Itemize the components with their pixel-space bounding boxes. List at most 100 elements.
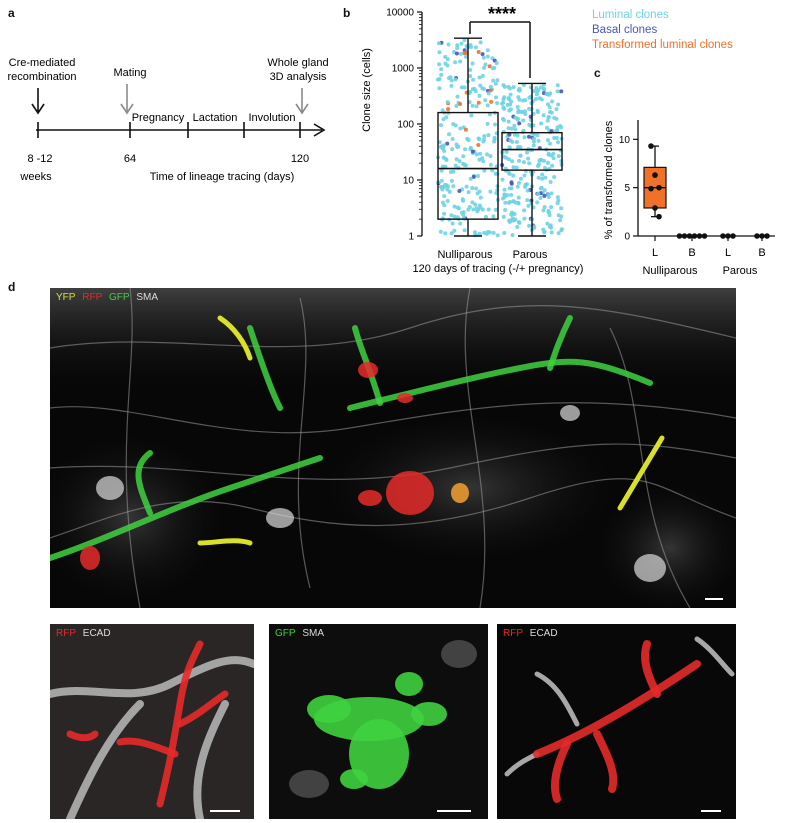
b-point: [488, 88, 493, 93]
b-point: [516, 195, 521, 200]
b-point: [511, 165, 516, 170]
b-point: [556, 154, 561, 159]
phase-pregnancy: Pregnancy: [132, 112, 185, 124]
b-point: [455, 215, 460, 220]
b-point: [470, 149, 475, 154]
b-point: [540, 176, 545, 181]
sub1-channel-labels: RFP ECAD: [56, 628, 115, 639]
b-point: [470, 200, 475, 205]
b-point: [438, 229, 443, 234]
b-point: [439, 168, 444, 173]
b-point: [484, 231, 489, 236]
b-point: [466, 190, 471, 195]
b-point: [470, 186, 475, 191]
b-point: [515, 116, 520, 121]
b-point: [515, 184, 520, 189]
main-scale-bar: [705, 598, 723, 600]
b-point: [509, 192, 514, 197]
b-point: [547, 105, 552, 110]
b-point: [460, 197, 465, 202]
b-point: [510, 139, 515, 144]
b-point: [462, 51, 467, 56]
c-point: [759, 233, 765, 239]
b-point: [513, 127, 518, 132]
b-point: [478, 151, 483, 156]
b-point: [470, 87, 475, 92]
b-point: [527, 95, 532, 100]
b-point: [512, 132, 517, 137]
b-point: [488, 154, 493, 159]
b-point: [449, 178, 454, 183]
category-nulliparous: Nulliparous: [437, 249, 493, 261]
b-point: [555, 83, 560, 88]
b-point: [474, 152, 479, 157]
b-point: [550, 163, 555, 168]
b-point: [454, 51, 459, 56]
b-point: [534, 92, 539, 97]
b-point: [455, 94, 460, 99]
b-point: [450, 147, 455, 152]
rfp-duct: [533, 640, 701, 803]
panel-label-c: c: [594, 66, 601, 80]
tick-t0: 8 -12: [27, 153, 52, 165]
b-point: [449, 78, 454, 83]
b-point: [444, 158, 449, 163]
ylabel-transformed: % of transformed clones: [603, 120, 615, 239]
b-point: [478, 195, 483, 200]
b-point: [502, 187, 507, 192]
b-point: [469, 113, 474, 118]
b-point: [440, 108, 445, 113]
b-point: [491, 214, 496, 219]
timeline-axis: [36, 122, 326, 138]
b-point: [522, 135, 527, 140]
sub3-scale-bar: [701, 810, 721, 812]
b-point: [508, 92, 513, 97]
b-point: [458, 221, 463, 226]
b-point: [548, 179, 553, 184]
b-point: [502, 84, 507, 89]
whole-gland-label-line1: Whole gland: [267, 57, 328, 69]
b-point: [506, 119, 511, 124]
b-point: [559, 125, 564, 130]
b-point: [482, 137, 487, 142]
timeline-panel: Cre-mediated recombination Mating Whole …: [7, 57, 328, 183]
b-point: [443, 54, 448, 59]
b-point: [486, 207, 491, 212]
b-point: [477, 231, 482, 236]
c-point: [691, 233, 698, 239]
b-point: [481, 159, 486, 164]
b-point: [511, 173, 516, 178]
b-point: [518, 176, 523, 181]
channel-sma: SMA: [136, 292, 159, 303]
b-point: [442, 211, 447, 216]
b-point: [445, 57, 450, 62]
b-point: [487, 230, 492, 235]
c-xtick-label-0: L: [652, 247, 658, 259]
b-point: [441, 155, 446, 160]
mating-arrow: [120, 84, 134, 115]
b-point: [468, 147, 473, 152]
b-point: [505, 102, 510, 107]
b-point: [507, 145, 512, 150]
b-point: [558, 218, 563, 223]
legend-basal: Basal clones: [592, 24, 658, 36]
b-point: [556, 102, 561, 107]
b-point: [442, 194, 447, 199]
b-point: [515, 105, 520, 110]
c-point: [686, 233, 693, 239]
channel-yfp: YFP: [56, 292, 76, 303]
gfp-duct-network: [50, 315, 653, 561]
b-point: [468, 74, 473, 79]
b-point: [488, 189, 493, 194]
b-point: [521, 160, 526, 165]
b-point: [545, 118, 550, 123]
b-point: [502, 193, 507, 198]
cre-arrow: [31, 88, 45, 115]
b-point: [512, 211, 517, 216]
b-point: [444, 115, 449, 120]
b-point: [512, 123, 517, 128]
b-point: [483, 214, 488, 219]
b-point: [542, 188, 547, 193]
b-point: [541, 113, 546, 118]
b-point: [468, 176, 473, 181]
